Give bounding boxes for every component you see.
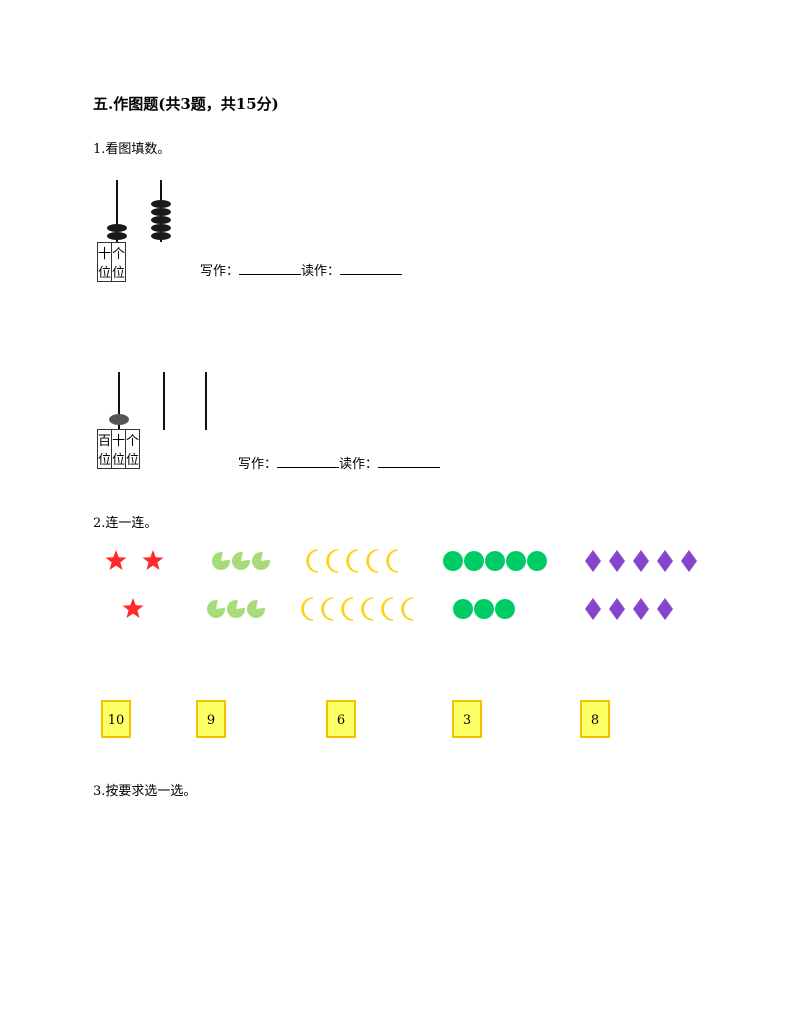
diamond-group-bottom [585,598,673,620]
crescent-shape [346,549,359,573]
circle-shape [474,599,494,619]
number-card-label: 8 [590,713,600,728]
abacus-1-bead [151,200,171,208]
abacus-1-bead [151,216,171,224]
number-card[interactable]: 8 [580,700,610,738]
place-label-tens: 十位 [111,429,127,469]
abacus-1-bead [107,232,127,240]
abacus-1-bead [151,208,171,216]
number-card[interactable]: 9 [196,700,226,738]
number-card[interactable]: 10 [101,700,131,738]
circle-shape [527,551,547,571]
circle-shape [453,599,473,619]
star-shape [142,550,164,570]
number-card-label: 9 [206,713,216,728]
diamond-shape [585,598,601,620]
bitten-circle-group-top [211,552,270,571]
abacus-1-bead [151,224,171,232]
bitten-circle-group-bottom [206,600,265,619]
abacus-2-rod-tens [163,372,165,430]
write-blank[interactable] [239,262,302,275]
diamond-group-top [585,550,697,572]
place-label-hundreds: 百位 [96,429,113,469]
number-card-label: 3 [462,713,472,728]
bitten-circle-shape [251,552,270,571]
crescent-shape [401,597,414,621]
question-1-prompt: 1.看图填数。 [93,142,171,157]
section-title: 五.作图题(共3题，共15分) [93,95,279,113]
diamond-shape [585,550,601,572]
read-label: 读作： [339,457,379,472]
read-blank[interactable] [340,262,403,275]
abacus-1-rod-tens [116,180,118,242]
number-card[interactable]: 6 [326,700,356,738]
crescent-shape [361,597,374,621]
abacus-1-place-table: 十位 个位 [96,242,127,282]
place-label-ones: 个位 [111,242,127,282]
abacus-1-bead [151,232,171,240]
crescent-shape [301,597,314,621]
crescent-shape [341,597,354,621]
read-blank[interactable] [378,455,441,468]
read-label: 读作： [301,264,341,279]
circle-shape [506,551,526,571]
bitten-circle-shape [246,600,265,619]
star-shape [122,598,144,618]
abacus-2-bead [109,414,129,425]
circle-shape [495,599,515,619]
bitten-circle-shape [226,600,245,619]
crescent-shape [306,549,319,573]
write-label: 写作： [200,264,240,279]
bitten-circle-shape [206,600,225,619]
question-3-prompt: 3.按要求选一选。 [93,784,197,799]
crescent-group-bottom [301,597,414,621]
crescent-shape [321,597,334,621]
crescent-shape [366,549,379,573]
place-label-tens: 十位 [96,242,113,282]
write-blank[interactable] [277,455,340,468]
write-label: 写作： [238,457,278,472]
star-group-top [105,550,164,570]
number-card-label: 6 [336,713,346,728]
crescent-shape [386,549,399,573]
answer-line-1: 写作： 读作： [200,260,403,279]
abacus-1-bead [107,224,127,232]
diamond-shape [657,598,673,620]
diamond-shape [681,550,697,572]
crescent-group-top [306,549,399,573]
bitten-circle-shape [211,552,230,571]
crescent-shape [326,549,339,573]
abacus-2-rod-ones [205,372,207,430]
question-2-prompt: 2.连一连。 [93,516,158,531]
circle-shape [443,551,463,571]
diamond-shape [609,550,625,572]
place-label-ones: 个位 [125,429,141,469]
circle-group-top [443,551,547,571]
star-group-bottom [122,598,144,618]
diamond-shape [633,598,649,620]
number-card-label: 10 [107,713,125,728]
answer-line-2: 写作： 读作： [238,453,441,472]
diamond-shape [657,550,673,572]
bitten-circle-shape [231,552,250,571]
circle-shape [485,551,505,571]
abacus-2-place-table: 百位 十位 个位 [96,429,141,469]
number-card[interactable]: 3 [452,700,482,738]
abacus-2-rod-hundreds [118,372,120,430]
star-shape [105,550,127,570]
circle-shape [464,551,484,571]
diamond-shape [609,598,625,620]
circle-group-bottom [453,599,515,619]
diamond-shape [633,550,649,572]
crescent-shape [381,597,394,621]
